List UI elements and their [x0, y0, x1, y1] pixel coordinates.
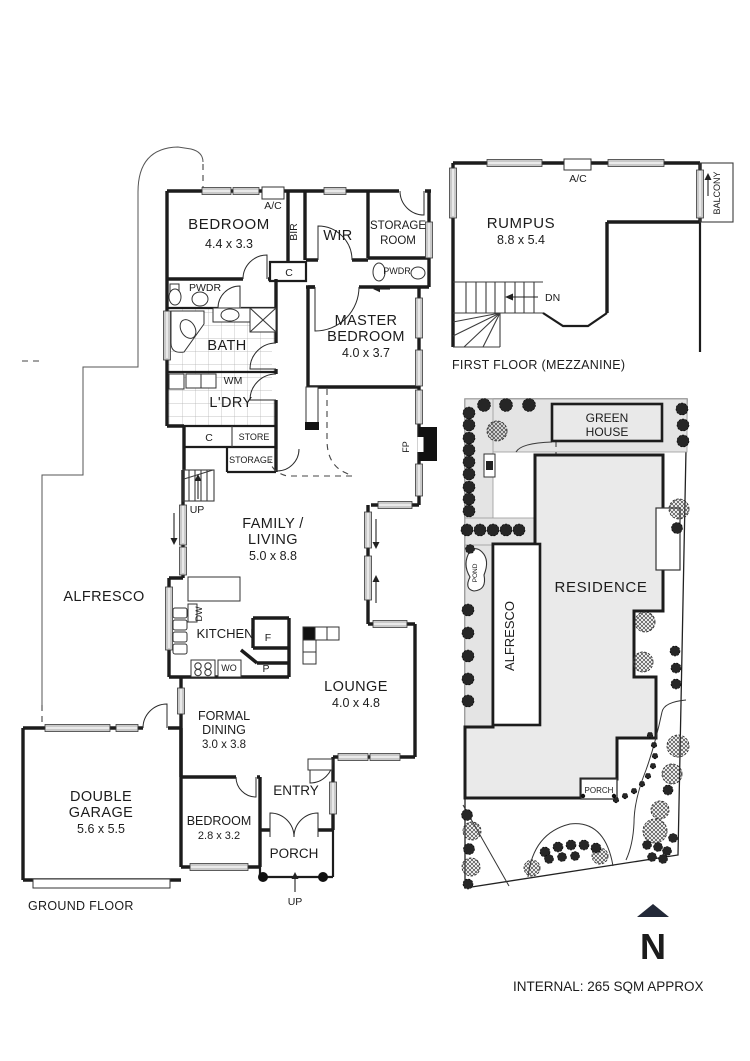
label-garage-dims: 5.6 x 5.5 — [77, 822, 125, 836]
first-floor-stairs-icon — [452, 281, 608, 348]
label-dn: DN — [545, 292, 560, 304]
label-bedroom1-dims: 4.4 x 3.3 — [205, 237, 253, 251]
label-pond: POND — [472, 563, 479, 582]
label-master-1: MASTER — [335, 313, 398, 329]
label-storage-room-2: ROOM — [380, 235, 416, 247]
label-cupboard-hall: C — [285, 267, 293, 279]
label-family-2: LIVING — [248, 532, 298, 548]
label-dining-1: FORMAL — [198, 709, 250, 723]
label-up-stairs: UP — [190, 504, 205, 516]
internal-area-note: INTERNAL: 265 SQM APPROX — [513, 979, 704, 994]
label-kitchen: KITCHEN — [196, 626, 253, 641]
label-wall-oven: WO — [221, 663, 237, 673]
first-floor-title: FIRST FLOOR (MEZZANINE) — [452, 358, 625, 372]
site-alfresco-box — [491, 542, 542, 727]
first-floor-windows — [449, 158, 712, 219]
label-dining-2: DINING — [202, 723, 246, 737]
ground-floor-labels: BEDROOM 4.4 x 3.3 A/C BIR WIR STORAGE RO… — [28, 200, 426, 913]
label-garage-2: GARAGE — [69, 805, 133, 821]
dishwasher — [187, 603, 198, 623]
label-bedroom3: BEDROOM — [187, 814, 252, 828]
label-ff-ac: A/C — [569, 173, 587, 185]
slider-arrows — [170, 285, 390, 892]
label-garage-1: DOUBLE — [70, 789, 132, 805]
kitchen-bench — [187, 576, 241, 602]
ac-unit — [261, 186, 285, 200]
label-ac: A/C — [264, 200, 282, 212]
fixtures — [32, 186, 437, 889]
label-fp: FP — [401, 441, 411, 453]
site-plan: GREEN HOUSE RESIDENCE ALFRESCO POND PORC… — [460, 398, 690, 890]
cooktop — [190, 659, 216, 678]
north-arrow: N — [637, 904, 669, 967]
first-floor-labels: A/C RUMPUS 8.8 x 5.4 BALCONY DN FIRST FL… — [452, 171, 722, 372]
eave-outline — [22, 146, 204, 727]
label-store: STORE — [239, 432, 270, 442]
wall-oven — [217, 659, 242, 678]
door-arcs — [142, 190, 425, 838]
label-rumpus-dims: 8.8 x 5.4 — [497, 233, 545, 247]
label-fridge: F — [265, 632, 271, 644]
label-porch: PORCH — [270, 846, 319, 861]
label-master-dims: 4.0 x 3.7 — [342, 346, 390, 360]
label-balcony: BALCONY — [712, 171, 722, 214]
label-family-1: FAMILY / — [242, 516, 304, 532]
label-site-porch: PORCH — [585, 786, 614, 795]
label-family-dims: 5.0 x 8.8 — [249, 549, 297, 563]
label-greenhouse-2: HOUSE — [586, 425, 629, 439]
garage-door — [32, 878, 171, 889]
pond-icon — [465, 548, 488, 592]
fireplace-icon — [419, 427, 437, 461]
wall-pier — [305, 422, 319, 430]
label-master-2: BEDROOM — [327, 329, 405, 345]
label-alfresco: ALFRESCO — [63, 589, 144, 605]
trees — [460, 398, 690, 890]
north-arrow-icon — [637, 904, 669, 917]
site-porch-box — [580, 778, 618, 800]
label-bath: BATH — [207, 338, 246, 354]
label-dining-dims: 3.0 x 3.8 — [202, 739, 246, 751]
label-pwdr-left: PWDR — [189, 282, 221, 294]
label-lounge-dims: 4.0 x 4.8 — [332, 696, 380, 710]
label-pwdr-right: PWDR — [383, 266, 411, 276]
label-greenhouse-1: GREEN — [586, 411, 629, 425]
windows — [44, 187, 433, 871]
path-curve — [515, 441, 553, 453]
label-bedroom3-dims: 2.8 x 3.2 — [198, 830, 240, 842]
label-bedroom1: BEDROOM — [188, 216, 270, 233]
ground-floor-title: GROUND FLOOR — [28, 899, 134, 913]
label-storage: STORAGE — [229, 455, 273, 465]
label-storage-room-1: STORAGE — [370, 220, 426, 232]
ground-floor-plan: BEDROOM 4.4 x 3.3 A/C BIR WIR STORAGE RO… — [21, 146, 437, 913]
label-rumpus: RUMPUS — [487, 215, 556, 232]
label-wm: WM — [224, 375, 243, 387]
label-wir: WIR — [323, 228, 352, 244]
greenhouse-box — [550, 402, 664, 443]
porch-post — [318, 872, 328, 882]
label-up-porch: UP — [288, 896, 303, 908]
label-site-alfresco: ALFRESCO — [502, 601, 517, 671]
label-residence: RESIDENCE — [555, 579, 648, 596]
ac-unit — [563, 158, 592, 171]
label-ldry: L'DRY — [209, 395, 252, 411]
label-dw: DW — [194, 606, 204, 621]
label-lounge: LOUNGE — [324, 679, 388, 695]
washing-machine — [185, 373, 202, 389]
stairs-up-icon — [182, 469, 215, 502]
label-pantry: P — [262, 663, 269, 675]
sofa-icon — [302, 626, 340, 665]
site-labels: GREEN HOUSE RESIDENCE ALFRESCO POND PORC… — [472, 411, 647, 795]
porch-post — [258, 872, 268, 882]
label-cupboard-row: C — [205, 432, 213, 444]
label-bir: BIR — [288, 223, 300, 241]
bulkhead-dashed — [269, 389, 353, 477]
north-letter: N — [640, 926, 666, 967]
label-entry: ENTRY — [273, 783, 319, 798]
first-floor-plan: A/C RUMPUS 8.8 x 5.4 BALCONY DN FIRST FL… — [449, 158, 734, 372]
